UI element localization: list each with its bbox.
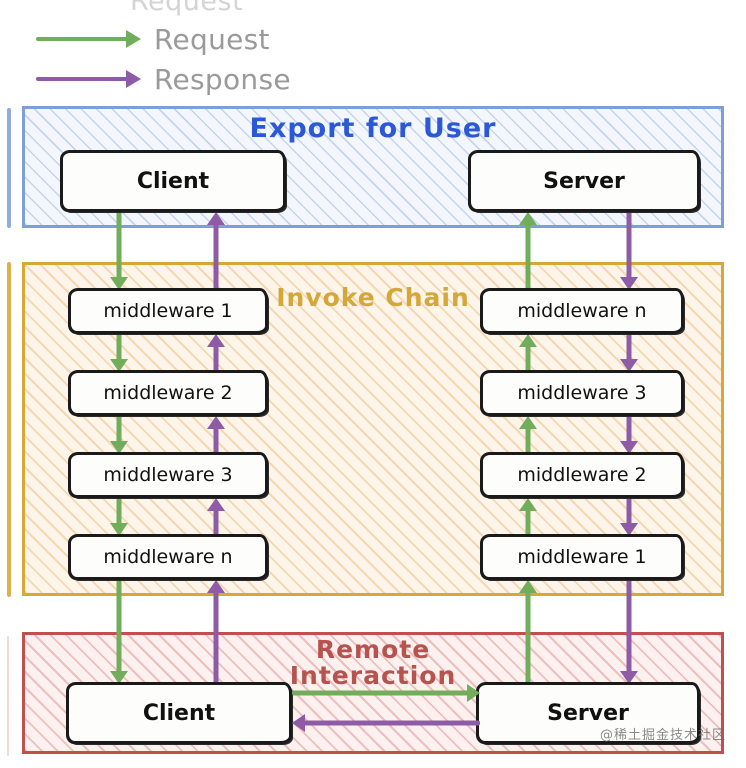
node-label: Client xyxy=(142,700,216,726)
node-client-bottom[interactable]: Client xyxy=(66,682,292,744)
legend-item-response: Response xyxy=(36,62,291,96)
arrow-response-mw3-to-mw2-right xyxy=(620,416,638,454)
arrow-remote-request xyxy=(292,684,480,702)
arrow-request-mw1-to-mw2 xyxy=(110,334,128,372)
node-mw-left-4[interactable]: middleware n xyxy=(68,534,268,580)
node-label: middleware 2 xyxy=(103,382,233,404)
legend-label-request: Request xyxy=(154,22,270,56)
arrow-request-mwn-to-server xyxy=(519,212,537,290)
watermark-label: @稀土掘金技术社区 xyxy=(600,728,727,743)
edge-accent-blue xyxy=(7,108,11,228)
arrow-request-mw1-to-mw2-right xyxy=(519,498,537,536)
node-label: middleware 2 xyxy=(517,464,647,486)
node-server-top[interactable]: Server xyxy=(468,150,700,212)
node-label: middleware 3 xyxy=(517,382,647,404)
arrow-response-mwn-to-mw3 xyxy=(207,498,225,536)
arrow-request-mw2-to-mw3 xyxy=(110,416,128,454)
arrow-response-mw2-to-mw1 xyxy=(207,334,225,372)
node-label: middleware 1 xyxy=(517,546,647,568)
arrow-request-client-to-mw1 xyxy=(110,210,128,290)
node-mw-left-2[interactable]: middleware 2 xyxy=(68,370,268,416)
node-mw-left-1[interactable]: middleware 1 xyxy=(68,288,268,334)
request-arrow-icon xyxy=(36,30,141,48)
node-mw-right-3[interactable]: middleware 2 xyxy=(480,452,684,498)
node-label: Server xyxy=(543,168,625,194)
arrow-response-mw2-to-mw1-right xyxy=(620,498,638,536)
arrow-request-mw3-to-mwn-right xyxy=(519,334,537,372)
arrow-response-mwn-to-mw3-right xyxy=(620,334,638,372)
node-server-bottom[interactable]: Server xyxy=(476,682,700,744)
arrow-request-server-bottom-to-mw1 xyxy=(519,580,537,684)
arrow-response-mw1-to-server-bottom xyxy=(620,580,638,684)
node-mw-right-2[interactable]: middleware 3 xyxy=(480,370,684,416)
node-label: middleware n xyxy=(517,300,647,322)
arrow-response-mw1-to-client xyxy=(207,212,225,290)
legend-label-response: Response xyxy=(154,62,291,96)
node-label: middleware 1 xyxy=(103,300,233,322)
node-label: Client xyxy=(136,168,210,194)
edge-accent-red xyxy=(7,636,9,756)
legend-item-request: Request xyxy=(36,22,270,56)
node-mw-right-1[interactable]: middleware n xyxy=(480,288,684,334)
arrow-response-mw3-to-mw2 xyxy=(207,416,225,454)
arrow-request-mwn-to-client-bottom xyxy=(110,580,128,684)
arrow-response-client-bottom-to-mwn xyxy=(207,580,225,684)
arrow-response-server-to-mwn xyxy=(620,210,638,290)
node-label: Server xyxy=(547,700,629,726)
node-label: middleware 3 xyxy=(103,464,233,486)
node-label: middleware n xyxy=(103,546,233,568)
node-client-top[interactable]: Client xyxy=(60,150,286,212)
arrow-request-mw3-to-mwn xyxy=(110,498,128,536)
arrow-request-mw2-to-mw3-right xyxy=(519,416,537,454)
node-mw-left-3[interactable]: middleware 3 xyxy=(68,452,268,498)
edge-accent-amber xyxy=(7,262,11,597)
arrow-remote-response xyxy=(292,714,480,732)
response-arrow-icon xyxy=(36,70,141,88)
legend-clipped-label: Request xyxy=(130,0,244,17)
node-mw-right-4[interactable]: middleware 1 xyxy=(480,534,684,580)
